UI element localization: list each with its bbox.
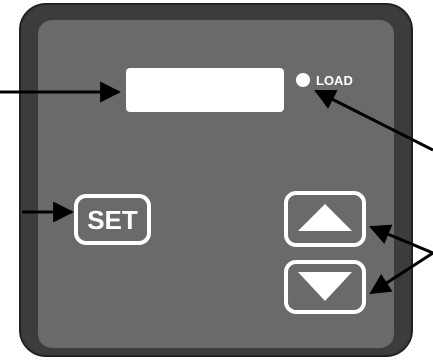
load-indicator-led (296, 73, 310, 87)
set-button-label: SET (87, 205, 138, 235)
down-callout-arrow (369, 251, 433, 295)
up-callout-arrow (369, 224, 433, 255)
arrow-down-icon (298, 272, 352, 301)
set-button[interactable]: SET (74, 194, 151, 245)
up-button[interactable] (284, 191, 366, 247)
down-button[interactable] (284, 260, 366, 314)
load-callout-arrow (314, 89, 433, 152)
arrow-up-icon (298, 204, 352, 231)
load-indicator-label: LOAD (316, 73, 353, 88)
display-window (126, 68, 284, 112)
